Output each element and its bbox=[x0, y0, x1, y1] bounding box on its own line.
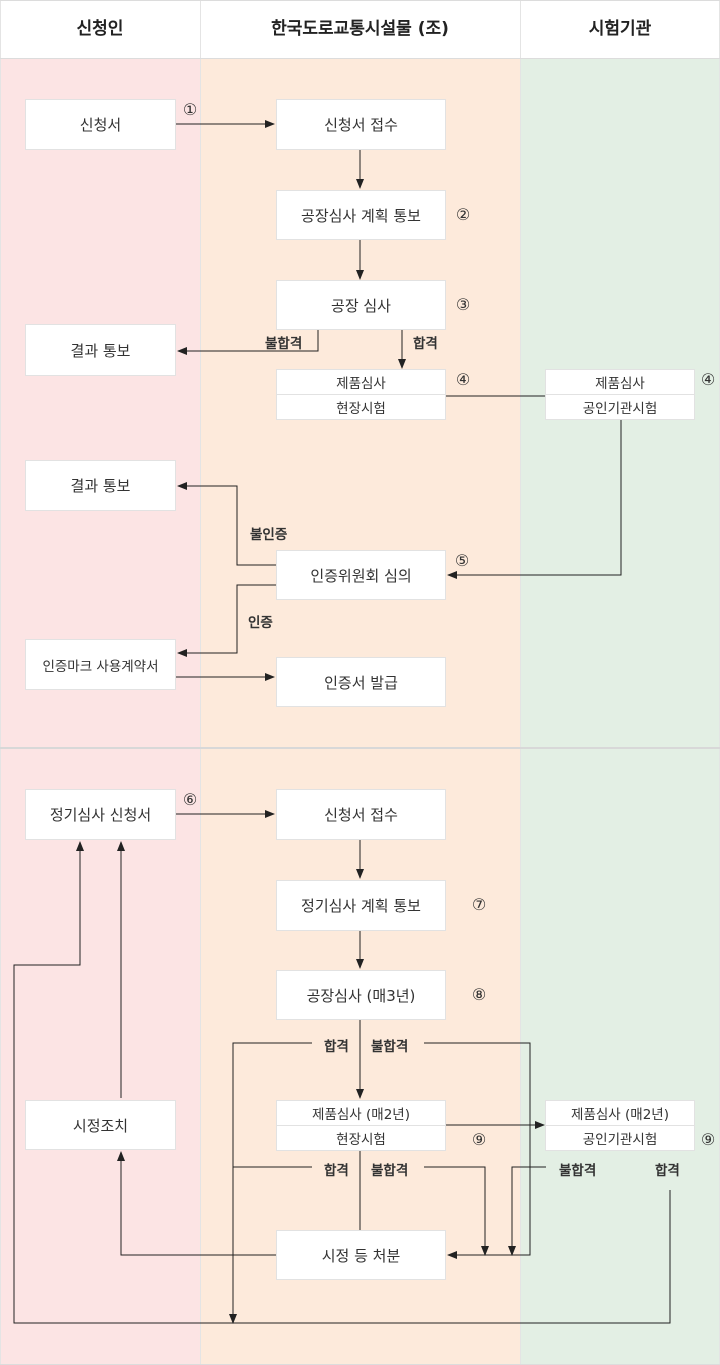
column-divider bbox=[520, 0, 521, 1365]
fail-label: 불합격 bbox=[265, 336, 303, 352]
periodic-product-review-cell: 제품심사 (매2년) bbox=[276, 1100, 446, 1126]
product-review-cell: 제품심사 bbox=[276, 369, 446, 395]
step-9-lab-marker: ⑨ bbox=[700, 1130, 716, 1149]
step-8-marker: ⑧ bbox=[471, 985, 487, 1004]
issue-box: 인증서 발급 bbox=[276, 657, 446, 707]
application-box: 신청서 bbox=[25, 99, 176, 150]
correction-box: 시정조치 bbox=[25, 1100, 176, 1150]
mark-contract-box: 인증마크 사용계약서 bbox=[25, 639, 176, 690]
section-divider bbox=[0, 747, 720, 749]
column-divider bbox=[200, 0, 201, 1365]
certified-label: 인증 bbox=[248, 615, 273, 631]
periodic-lab-product-review-cell: 제품심사 (매2년) bbox=[545, 1100, 695, 1126]
fail-label-a: 불합격 bbox=[371, 1039, 409, 1055]
result-notice-box-2: 결과 통보 bbox=[25, 460, 176, 511]
step-5-marker: ⑤ bbox=[454, 551, 470, 570]
lab-pass-label: 합격 bbox=[655, 1163, 680, 1179]
factory-audit-box: 공장 심사 bbox=[276, 280, 446, 330]
step-4-lab-marker: ④ bbox=[700, 370, 716, 389]
disposition-box: 시정 등 처분 bbox=[276, 1230, 446, 1280]
step-1-marker: ① bbox=[182, 100, 198, 119]
step-9-marker: ⑨ bbox=[471, 1130, 487, 1149]
header-divider bbox=[0, 58, 720, 59]
site-test-cell: 현장시험 bbox=[276, 394, 446, 420]
column-divider bbox=[0, 0, 1, 1365]
fail-label-b: 불합격 bbox=[371, 1163, 409, 1179]
periodic-site-test-cell: 현장시험 bbox=[276, 1125, 446, 1151]
testing-column-header: 시험기관 bbox=[520, 0, 720, 58]
step-4-marker: ④ bbox=[455, 370, 471, 389]
pass-label-a: 합격 bbox=[324, 1039, 349, 1055]
periodic-receipt-box: 신청서 접수 bbox=[276, 789, 446, 840]
periodic-factory-audit-box: 공장심사 (매3년) bbox=[276, 970, 446, 1020]
step-2-marker: ② bbox=[455, 205, 471, 224]
lab-test-cell: 공인기관시험 bbox=[545, 394, 695, 420]
committee-box: 인증위원회 심의 bbox=[276, 550, 446, 600]
lab-fail-label: 불합격 bbox=[559, 1163, 597, 1179]
result-notice-box: 결과 통보 bbox=[25, 324, 176, 376]
periodic-application-box: 정기심사 신청서 bbox=[25, 789, 176, 840]
plan-notice-box: 공장심사 계획 통보 bbox=[276, 190, 446, 240]
association-column-header: 한국도로교통시설물 (조) bbox=[200, 0, 520, 58]
step-7-marker: ⑦ bbox=[471, 895, 487, 914]
periodic-lab-test-cell: 공인기관시험 bbox=[545, 1125, 695, 1151]
pass-label: 합격 bbox=[413, 336, 438, 352]
step-3-marker: ③ bbox=[455, 295, 471, 314]
lab-product-review-cell: 제품심사 bbox=[545, 369, 695, 395]
header-divider bbox=[0, 0, 720, 1]
periodic-plan-notice-box: 정기심사 계획 통보 bbox=[276, 880, 446, 931]
receipt-box: 신청서 접수 bbox=[276, 99, 446, 150]
applicant-column-header: 신청인 bbox=[0, 0, 200, 58]
pass-label-b: 합격 bbox=[324, 1163, 349, 1179]
not-certified-label: 불인증 bbox=[250, 527, 288, 543]
step-6-marker: ⑥ bbox=[182, 790, 198, 809]
